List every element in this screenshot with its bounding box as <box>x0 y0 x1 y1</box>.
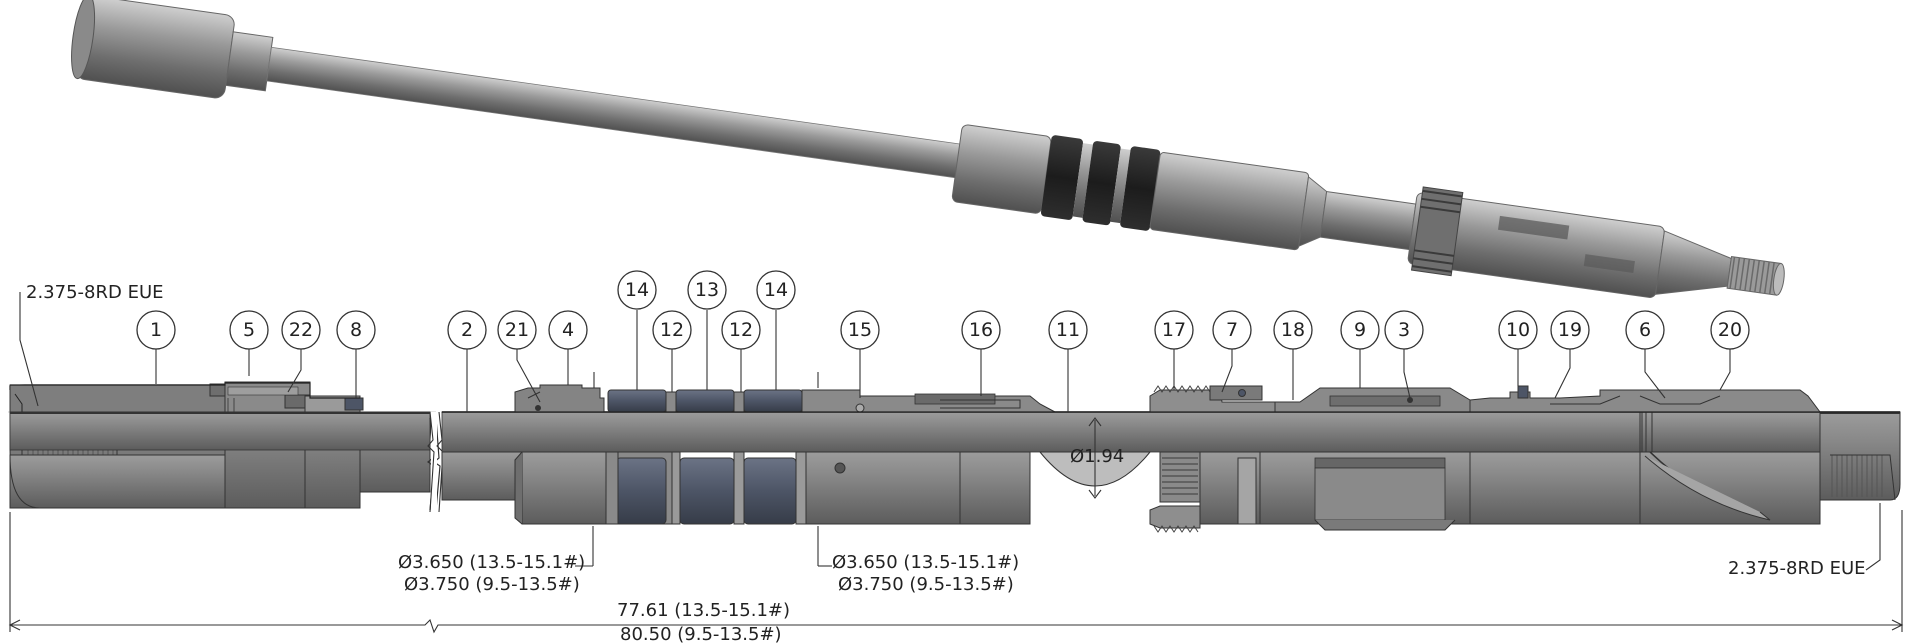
callout-11: 11 <box>1048 310 1088 350</box>
svg-text:16: 16 <box>969 319 993 341</box>
mandrel <box>441 411 1901 453</box>
callout-8: 8 <box>336 310 376 350</box>
top-connection-label: 2.375-8RD EUE <box>26 282 164 303</box>
svg-text:11: 11 <box>1056 319 1080 341</box>
callout-12a: 12 <box>652 310 692 350</box>
svg-text:2: 2 <box>461 319 473 341</box>
svg-text:20: 20 <box>1718 319 1742 341</box>
callout-15: 15 <box>840 310 880 350</box>
callout-group: 1 5 22 8 2 21 4 14 12 13 12 14 15 16 11 … <box>136 270 1750 350</box>
packing-elements-upper <box>607 389 803 413</box>
svg-text:15: 15 <box>848 319 872 341</box>
callout-6: 6 <box>1625 310 1665 350</box>
callout-14a: 14 <box>617 270 657 310</box>
svg-text:21: 21 <box>505 319 529 341</box>
callout-3: 3 <box>1384 310 1424 350</box>
svg-text:18: 18 <box>1281 319 1305 341</box>
svg-text:17: 17 <box>1162 319 1186 341</box>
svg-text:6: 6 <box>1639 319 1651 341</box>
svg-text:1: 1 <box>150 319 162 341</box>
callout-1: 1 <box>136 310 176 350</box>
leader-lines <box>8 292 1904 634</box>
packing-elements-lower <box>605 451 807 525</box>
callout-14b: 14 <box>756 270 796 310</box>
svg-text:8: 8 <box>350 319 362 341</box>
svg-text:10: 10 <box>1506 319 1530 341</box>
svg-text:22: 22 <box>289 319 313 341</box>
slips-lower <box>1149 451 1261 533</box>
od-right-line-2: Ø3.750 (9.5-13.5#) <box>838 574 1014 595</box>
callout-7: 7 <box>1212 310 1252 350</box>
callout-2: 2 <box>447 310 487 350</box>
svg-text:12: 12 <box>729 319 753 341</box>
callout-5: 5 <box>229 310 269 350</box>
svg-text:4: 4 <box>562 319 574 341</box>
callout-21: 21 <box>497 310 537 350</box>
od-left-line-1: Ø3.650 (13.5-15.1#) <box>398 552 585 573</box>
svg-text:12: 12 <box>660 319 684 341</box>
svg-text:7: 7 <box>1226 319 1238 341</box>
callout-22: 22 <box>281 310 321 350</box>
callout-20: 20 <box>1710 310 1750 350</box>
callout-9: 9 <box>1340 310 1380 350</box>
svg-text:13: 13 <box>695 279 719 301</box>
callout-17: 17 <box>1154 310 1194 350</box>
callout-16: 16 <box>961 310 1001 350</box>
svg-text:14: 14 <box>764 279 788 301</box>
slips-upper <box>1149 385 1276 413</box>
svg-text:19: 19 <box>1558 319 1582 341</box>
callout-4: 4 <box>548 310 588 350</box>
callout-10: 10 <box>1498 310 1538 350</box>
svg-text:3: 3 <box>1398 319 1410 341</box>
overall-length-line-1: 77.61 (13.5-15.1#) <box>617 600 790 621</box>
callout-13: 13 <box>687 270 727 310</box>
svg-text:14: 14 <box>625 279 649 301</box>
isometric-render <box>71 0 1785 298</box>
callout-18: 18 <box>1273 310 1313 350</box>
svg-text:5: 5 <box>243 319 255 341</box>
callout-12b: 12 <box>721 310 761 350</box>
section-view <box>8 381 1902 533</box>
od-right-line-1: Ø3.650 (13.5-15.1#) <box>832 552 1019 573</box>
upper-housing <box>514 384 605 413</box>
bottom-connection-label: 2.375-8RD EUE <box>1728 558 1866 579</box>
bore-dimension-label: Ø1.94 <box>1070 446 1124 467</box>
labels: 2.375-8RD EUE 2.375-8RD EUE Ø1.94 Ø3.650… <box>26 282 1866 644</box>
od-left-line-2: Ø3.750 (9.5-13.5#) <box>404 574 580 595</box>
svg-text:9: 9 <box>1354 319 1366 341</box>
overall-length-line-2: 80.50 (9.5-13.5#) <box>620 624 782 644</box>
callout-19: 19 <box>1550 310 1590 350</box>
